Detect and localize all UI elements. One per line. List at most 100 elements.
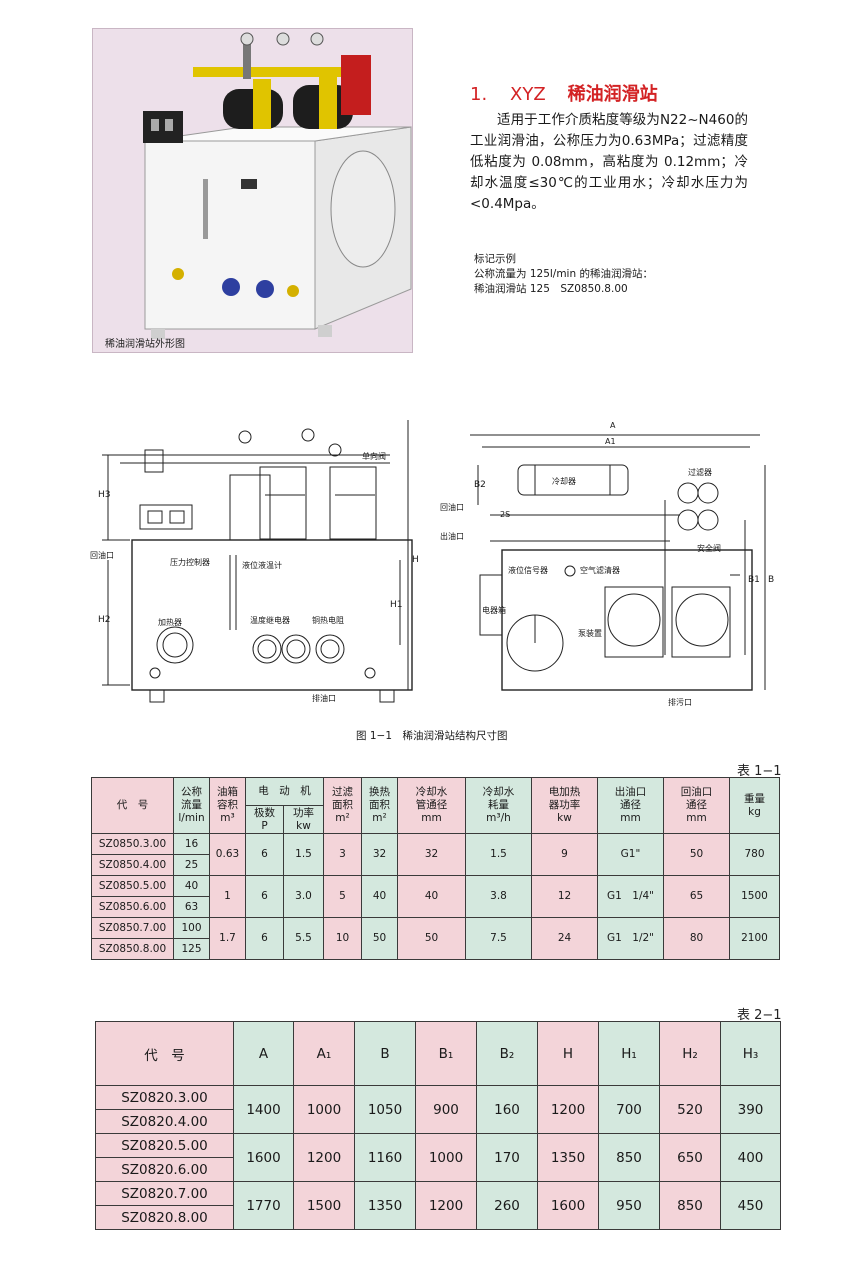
t2-code: SZ0820.3.00 (95, 1085, 234, 1110)
t1-head-tank-l3: m³ (220, 812, 235, 824)
t1-heat: 50 (361, 917, 398, 960)
label-box: 电器箱 (482, 606, 506, 615)
heading-subtitle: 稀油润滑站 (567, 84, 658, 105)
t2-h1: 950 (598, 1181, 660, 1230)
label-a1: A1 (605, 437, 616, 446)
t1-code: SZ0850.3.00 (91, 833, 174, 855)
t2-code: SZ0820.7.00 (95, 1181, 234, 1206)
t2-a: 1400 (233, 1085, 294, 1134)
t1-head-tank-l1: 油箱 (217, 786, 238, 798)
table-row: SZ0850.7.00 100 1.7 6 5.5 10 50 50 7.5 2… (91, 917, 780, 960)
t2-h3: 450 (720, 1181, 781, 1230)
t1-head-pipe-l3: mm (421, 812, 442, 824)
t1-return: 65 (663, 875, 730, 918)
heading-title: XYZ (510, 84, 546, 105)
t2-b2: 260 (476, 1181, 538, 1230)
t1-power: 3.0 (283, 875, 324, 918)
table-row: SZ0820.4.00 (95, 1109, 781, 1134)
t1-outlet: G1 1/2" (597, 917, 664, 960)
section-heading: 1. XYZ 稀油润滑站 (470, 80, 658, 106)
t1-filter: 3 (323, 833, 362, 876)
table-row: SZ0820.3.00 1400 1000 1050 900 160 1200 … (95, 1085, 781, 1134)
table-row: SZ0820.7.00 1770 1500 1350 1200 260 1600… (95, 1181, 781, 1230)
label-air-filter: 空气滤清器 (580, 566, 620, 575)
t1-flow: 40 (173, 875, 210, 897)
figure-caption: 图 1−1 稀油润滑站结构尺寸图 (356, 730, 508, 742)
t1-head-flow-l3: l/min (178, 812, 205, 824)
table1-caption: 表 1−1 (737, 764, 782, 779)
t1-head-filter-l3: m² (335, 812, 350, 824)
t1-code: SZ0850.6.00 (91, 896, 174, 918)
t2-h2: 520 (659, 1085, 721, 1134)
t2-head-h1: H₁ (598, 1021, 660, 1086)
t1-heater: 24 (531, 917, 598, 960)
label-drain: 排油口 (312, 694, 336, 703)
dimension-table-2: 代 号 A A₁ B B₁ B₂ H H₁ H₂ H₃ SZ0820.3.00 … (95, 1021, 781, 1230)
marking-example: 标记示例 公称流量为 125l/min 的稀油润滑站： 稀油润滑站 125 SZ… (474, 252, 653, 297)
label-return: 回油口 (90, 551, 114, 560)
marking-line-2: 稀油润滑站 125 SZ0850.8.00 (474, 283, 628, 295)
front-view-drawing: 单向阀 压力控制器 液位液温计 加热器 温度继电器 铜热电阻 回油口 排油口 H… (90, 415, 430, 715)
t1-power: 5.5 (283, 917, 324, 960)
heading-number: 1. (470, 84, 488, 105)
t1-head-return-l3: mm (686, 812, 707, 824)
label-b2: B2 (474, 480, 486, 490)
t1-water: 1.5 (465, 833, 532, 876)
t1-head-pipe-l2: 管通径 (415, 799, 448, 811)
t1-flow: 63 (173, 896, 210, 918)
label-resistance: 铜热电阻 (312, 616, 344, 625)
t1-pipe: 32 (397, 833, 466, 876)
t1-head-heat-l1: 换热 (369, 786, 390, 798)
table2-caption: 表 2−1 (737, 1008, 782, 1023)
marking-title: 标记示例 (474, 253, 516, 265)
t2-a: 1600 (233, 1133, 294, 1182)
table-row: SZ0850.4.00 25 (91, 854, 780, 876)
t1-pipe: 40 (397, 875, 466, 918)
t2-h: 1200 (537, 1085, 599, 1134)
t2-h3: 400 (720, 1133, 781, 1182)
t2-head-h2: H₂ (659, 1021, 721, 1086)
t1-outlet: G1 1/4" (597, 875, 664, 918)
t1-head-water-l2: 耗量 (488, 799, 509, 811)
label-h: H (412, 555, 419, 565)
t1-head-poles-l1: 极数 (254, 806, 275, 819)
t2-h2: 650 (659, 1133, 721, 1182)
t1-heat: 40 (361, 875, 398, 918)
table-row: SZ0820.6.00 (95, 1157, 781, 1182)
table-row: SZ0850.6.00 63 (91, 896, 780, 918)
t1-head-power-l2: kw (296, 819, 311, 832)
t1-head-filter-l2: 面积 (332, 799, 353, 811)
label-return-right: 回油口 (440, 503, 464, 512)
t2-a1: 1500 (293, 1181, 355, 1230)
t2-head-h: H (537, 1021, 599, 1086)
t2-h: 1600 (537, 1181, 599, 1230)
t1-head-heat-l3: m² (372, 812, 387, 824)
t1-return: 80 (663, 917, 730, 960)
t1-code: SZ0850.4.00 (91, 854, 174, 876)
t2-head-a: A (233, 1021, 294, 1086)
label-h3: H3 (98, 490, 111, 500)
label-b: B (768, 575, 775, 585)
label-temp-relay: 温度继电器 (250, 616, 290, 625)
t1-code: SZ0850.5.00 (91, 875, 174, 897)
t1-head-return-l1: 回油口 (680, 786, 713, 798)
t1-code: SZ0850.7.00 (91, 917, 174, 939)
lubrication-station-illustration (143, 32, 412, 339)
t2-head-h3: H₃ (720, 1021, 781, 1086)
t2-head-a1: A₁ (293, 1021, 355, 1086)
photo-caption: 稀油润滑站外形图 (105, 339, 185, 350)
label-pressure-controller: 压力控制器 (170, 558, 210, 567)
t1-flow: 100 (173, 917, 210, 939)
t2-h1: 850 (598, 1133, 660, 1182)
t2-b: 1160 (354, 1133, 416, 1182)
t1-weight: 780 (729, 833, 780, 876)
label-b1: B1 (748, 575, 760, 585)
t1-head-motor: 电 动 机 (245, 777, 324, 806)
label-drain-right: 排污口 (668, 698, 692, 707)
